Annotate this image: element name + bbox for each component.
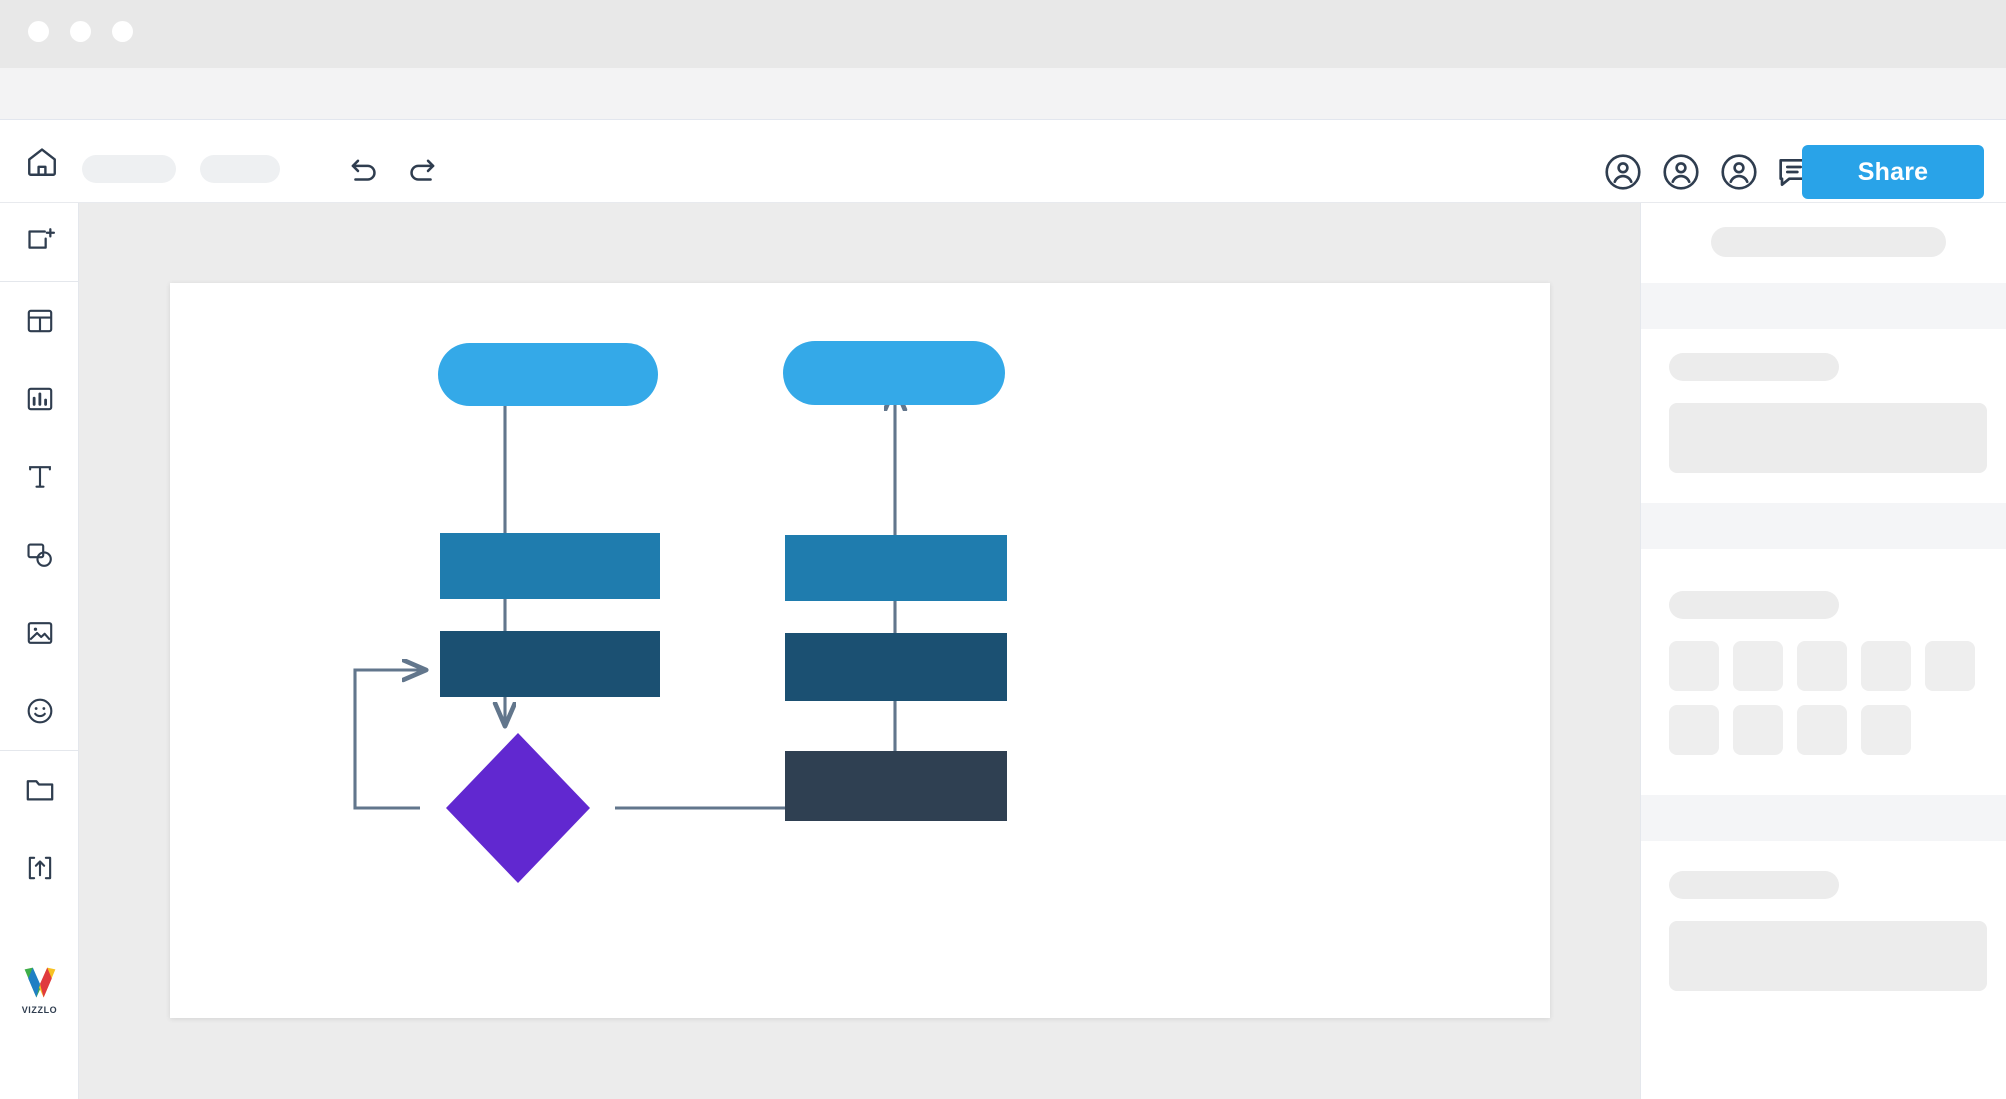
left-sidebar: VIZZLO	[0, 203, 79, 1099]
properties-panel	[1640, 203, 2006, 1099]
undo-button[interactable]	[345, 151, 383, 189]
field-label-placeholder	[1669, 871, 1839, 899]
swatch-row-1	[1669, 641, 1975, 691]
panel-section-3	[1669, 871, 1987, 991]
redo-arrow-icon	[410, 159, 435, 181]
toolbar-menu-placeholder-2[interactable]	[200, 155, 280, 183]
redo-button[interactable]	[403, 151, 441, 189]
layout-grid-icon	[27, 309, 52, 333]
smiley-face-icon	[27, 698, 52, 724]
avatar[interactable]	[1602, 151, 1644, 193]
field-input-placeholder[interactable]	[1669, 921, 1987, 991]
left-process-node[interactable]	[440, 533, 660, 599]
sidebar-item-images[interactable]	[0, 594, 79, 672]
collaborator-avatars	[1602, 151, 1760, 193]
swatch-option[interactable]	[1733, 641, 1783, 691]
folder-icon	[26, 780, 53, 801]
user-circle-icon	[1605, 154, 1641, 190]
undo-arrow-icon	[351, 159, 376, 181]
app-toolbar: Share	[0, 121, 2006, 287]
right-process-node[interactable]	[785, 535, 1007, 601]
sidebar-divider	[0, 750, 79, 751]
sidebar-item-add-element[interactable]	[0, 203, 79, 281]
left-start-node[interactable]	[438, 343, 658, 406]
panel-divider-strip	[1641, 503, 2006, 549]
vizzlo-brand[interactable]: VIZZLO	[0, 964, 79, 1015]
flowchart-svg	[353, 341, 1007, 883]
upload-export-icon	[28, 856, 51, 880]
shapes-icon	[26, 543, 52, 567]
browser-chrome-strip	[0, 68, 2006, 120]
panel-section-2	[1669, 591, 1975, 755]
image-icon	[27, 622, 52, 644]
swatch-row-2	[1669, 705, 1975, 755]
edge-decision-loopback	[353, 670, 425, 810]
share-button[interactable]: Share	[1802, 145, 1984, 199]
sidebar-item-charts[interactable]	[0, 360, 79, 438]
field-label-placeholder	[1669, 353, 1839, 381]
panel-section-1	[1669, 353, 1987, 473]
user-circle-icon	[1721, 154, 1757, 190]
sidebar-item-templates[interactable]	[0, 282, 79, 360]
toolbar-menu-placeholder-1[interactable]	[82, 155, 176, 183]
swatch-option[interactable]	[1669, 705, 1719, 755]
window-titlebar	[0, 0, 2006, 68]
maximize-window-button[interactable]	[112, 21, 133, 42]
panel-divider-strip	[1641, 795, 2006, 841]
bar-chart-icon	[27, 387, 52, 411]
field-input-placeholder[interactable]	[1669, 403, 1987, 473]
swatch-option[interactable]	[1861, 705, 1911, 755]
right-entry-node[interactable]	[785, 751, 1007, 821]
swatch-option[interactable]	[1925, 641, 1975, 691]
panel-divider-strip	[1641, 283, 2006, 329]
swatch-option[interactable]	[1733, 705, 1783, 755]
swatch-option[interactable]	[1797, 705, 1847, 755]
text-t-icon	[28, 466, 51, 488]
sidebar-item-export[interactable]	[0, 829, 79, 907]
sidebar-item-emoji[interactable]	[0, 672, 79, 750]
traffic-light-group	[28, 21, 133, 42]
sidebar-item-text[interactable]	[0, 438, 79, 516]
avatar[interactable]	[1718, 151, 1760, 193]
right-action-node[interactable]	[785, 633, 1007, 701]
home-icon	[28, 148, 56, 176]
close-window-button[interactable]	[28, 21, 49, 42]
vizzlo-logo-icon	[24, 967, 55, 998]
field-label-placeholder	[1669, 591, 1839, 619]
swatch-option[interactable]	[1861, 641, 1911, 691]
home-button[interactable]	[18, 138, 66, 186]
panel-header-placeholder[interactable]	[1711, 227, 1946, 257]
decision-node[interactable]	[446, 733, 590, 883]
sidebar-divider	[0, 281, 79, 282]
minimize-window-button[interactable]	[70, 21, 91, 42]
canvas-workarea[interactable]	[79, 203, 1640, 1099]
sidebar-item-shapes[interactable]	[0, 516, 79, 594]
sidebar-item-files[interactable]	[0, 751, 79, 829]
left-action-node[interactable]	[440, 631, 660, 697]
right-end-node[interactable]	[783, 341, 1005, 405]
swatch-option[interactable]	[1669, 641, 1719, 691]
user-circle-icon	[1663, 154, 1699, 190]
vizzlo-wordmark: VIZZLO	[21, 1005, 58, 1015]
add-shape-icon	[27, 228, 55, 249]
swatch-option[interactable]	[1797, 641, 1847, 691]
diagram-canvas[interactable]	[170, 283, 1550, 1018]
avatar[interactable]	[1660, 151, 1702, 193]
